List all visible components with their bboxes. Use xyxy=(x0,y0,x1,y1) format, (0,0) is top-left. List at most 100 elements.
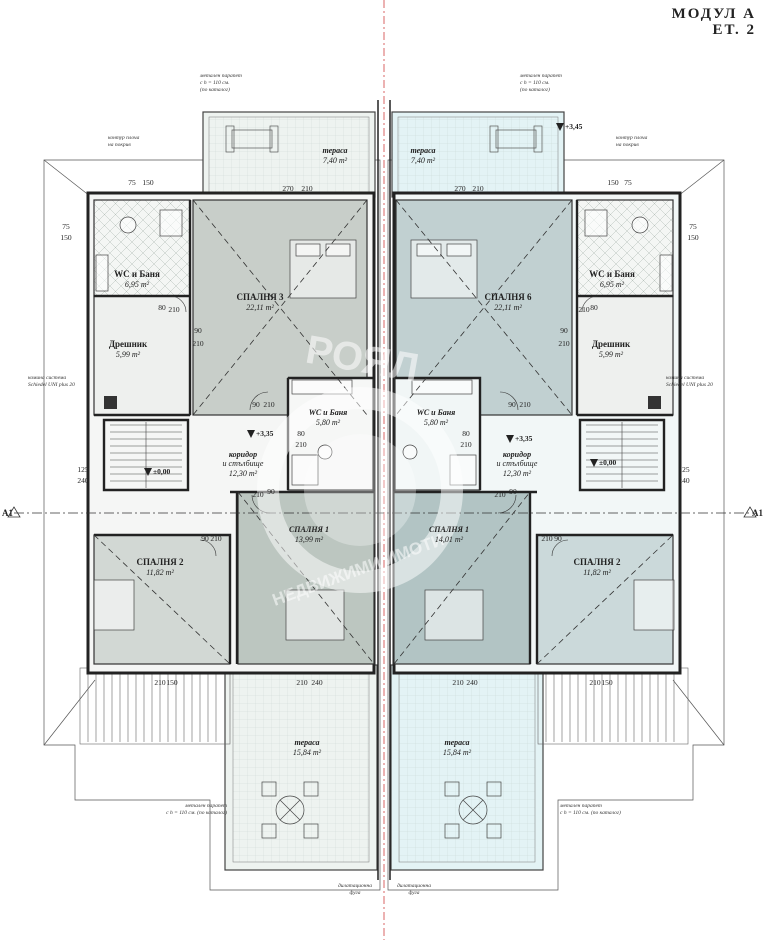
terrace-bottom xyxy=(224,664,544,871)
dimension-label: 90 xyxy=(554,534,562,543)
note-chimney-right-1: Schiedel UNI plus 20 xyxy=(666,382,713,388)
stairs xyxy=(110,422,658,488)
dimension-label: 210 xyxy=(263,400,275,409)
level-level-stair-left: ±0,00 xyxy=(153,467,170,476)
dimension-label: 75 xyxy=(624,178,632,187)
dimension-label: 75 xyxy=(62,222,70,231)
room-area-corridor-right: 12,30 m² xyxy=(503,469,532,478)
dimension-label: 270 xyxy=(282,184,294,193)
room-area-bedroom3: 22,11 m² xyxy=(246,303,274,312)
dimension-label: 210 xyxy=(168,305,180,314)
page-title-floor: ЕТ. 2 xyxy=(712,22,756,38)
note-parapet-top-left-2: (по каталог) xyxy=(200,86,230,93)
dimension-label: 210 xyxy=(578,305,590,314)
level-level-left: +3,35 xyxy=(256,429,274,438)
axis-marker-right xyxy=(743,506,757,518)
page-title-module: МОДУЛ А xyxy=(671,6,756,22)
dimension-label: 90 xyxy=(508,400,516,409)
room-name-wc-center-right: WC и Баня xyxy=(417,408,456,417)
axis-marker-left xyxy=(7,506,21,518)
dimension-label: 210 xyxy=(558,339,570,348)
dimension-label: 125 xyxy=(678,465,690,474)
room-name-terrace-top-right: тераса xyxy=(410,146,435,155)
dimension-label: 210 xyxy=(154,678,166,687)
room-area-closet-left: 5,99 m² xyxy=(116,350,141,359)
room-area-wc-left: 6,95 m² xyxy=(125,280,150,289)
dimension-label: 240 xyxy=(77,476,89,485)
note-parapet-bottom-right-1: с h = 110 см. (по каталог) xyxy=(560,809,621,816)
dimension-label: 210 xyxy=(296,678,308,687)
note-parapet-top-right-2: (по каталог) xyxy=(520,86,550,93)
room-area-bedroom6: 22,11 m² xyxy=(494,303,522,312)
room-name-corridor-left: коридор xyxy=(229,450,257,459)
note-roof-contour-left-0: контур плоча xyxy=(108,135,140,141)
dimension-label: 210 xyxy=(472,184,484,193)
dimension-label: 150 xyxy=(166,678,178,687)
room-area-terrace-top-left: 7,40 m² xyxy=(323,156,348,165)
axis-lines xyxy=(14,0,754,940)
level-level-right: +3,35 xyxy=(515,434,533,443)
dimension-label: 80 xyxy=(590,303,598,312)
note-joint-left-0: дилатационна xyxy=(338,882,372,889)
room-name-wc-right: WC и Баня xyxy=(589,269,635,279)
room-name-terrace-bottom-left: тераса xyxy=(294,738,319,747)
dimension-label: 210 xyxy=(252,490,264,499)
dimension-label: 150 xyxy=(607,178,619,187)
dimension-label: 80 xyxy=(158,303,166,312)
note-parapet-bottom-left-0: метален парапет xyxy=(184,803,227,809)
room-name-wc-left: WC и Баня xyxy=(114,269,160,279)
level-marker-level-left xyxy=(247,430,255,438)
room-name-closet-right: Дрешник xyxy=(592,339,631,349)
dimension-label: 75 xyxy=(689,222,697,231)
dimension-label: 125 xyxy=(77,465,89,474)
dimension-label: 150 xyxy=(687,233,699,242)
room-area-terrace-bottom-left: 15,84 m² xyxy=(293,748,322,757)
note-roof-contour-right-1: на покрив xyxy=(616,142,639,148)
terrace-top xyxy=(202,111,565,198)
room-name-closet-left: Дрешник xyxy=(109,339,148,349)
dimension-label: 210 xyxy=(494,490,506,499)
level-marker-level-right xyxy=(506,435,514,443)
level-marker-level-stair-right xyxy=(590,459,598,467)
note-parapet-bottom-right-0: метален парапет xyxy=(559,803,602,809)
dashed-lines xyxy=(93,199,674,665)
dimension-label: 90 xyxy=(509,487,517,496)
room-area-bedroom1-left: 13,99 m² xyxy=(295,535,324,544)
dimension-label: 150 xyxy=(60,233,72,242)
note-parapet-top-left-1: с h = 110 см. xyxy=(200,80,230,86)
room-area-corridor-left: 12,30 m² xyxy=(229,469,258,478)
room-area-bedroom2-right: 11,82 m² xyxy=(583,568,611,577)
room-name-bedroom2-right: СПАЛНЯ 2 xyxy=(574,557,621,567)
note-chimney-right-0: комина система xyxy=(666,375,704,381)
level-level-top: +3,45 xyxy=(565,122,583,131)
chimneys xyxy=(104,396,661,409)
dimension-label: 210 xyxy=(541,534,553,543)
room-area-terrace-top-right: 7,40 m² xyxy=(411,156,436,165)
dimension-label: 270 xyxy=(454,184,466,193)
dimension-label: 210 xyxy=(589,678,601,687)
note-joint-left-1: фуга xyxy=(349,889,360,896)
dimension-label: 240 xyxy=(311,678,323,687)
dimension-label: 210 xyxy=(452,678,464,687)
room-name-corridor-right: коридор xyxy=(503,450,531,459)
dimension-label: 90 xyxy=(252,400,260,409)
note-joint-right-1: фуга xyxy=(408,889,419,896)
room-area-bedroom1-right: 14,01 m² xyxy=(435,535,464,544)
dimension-label: 210 xyxy=(460,440,472,449)
note-parapet-top-left-0: метален парапет xyxy=(199,73,242,79)
room-name-terrace-top-left: тераса xyxy=(322,146,347,155)
room-area-wc-center-left: 5,80 m² xyxy=(316,418,341,427)
room-name2-corridor-right: и стълбище xyxy=(497,459,538,468)
note-parapet-bottom-left-1: с h = 110 см. (по каталог) xyxy=(166,809,227,816)
axis-label-right: A1 xyxy=(752,508,763,518)
room-name2-corridor-left: и стълбище xyxy=(223,459,264,468)
note-roof-contour-left-1: на покрив xyxy=(108,142,131,148)
dimension-label: 210 xyxy=(210,534,222,543)
dimension-label: 90 xyxy=(201,534,209,543)
dimension-label: 240 xyxy=(678,476,690,485)
note-chimney-left-0: комина система xyxy=(28,375,66,381)
dimension-label: 210 xyxy=(519,400,531,409)
room-name-wc-center-left: WC и Баня xyxy=(309,408,348,417)
